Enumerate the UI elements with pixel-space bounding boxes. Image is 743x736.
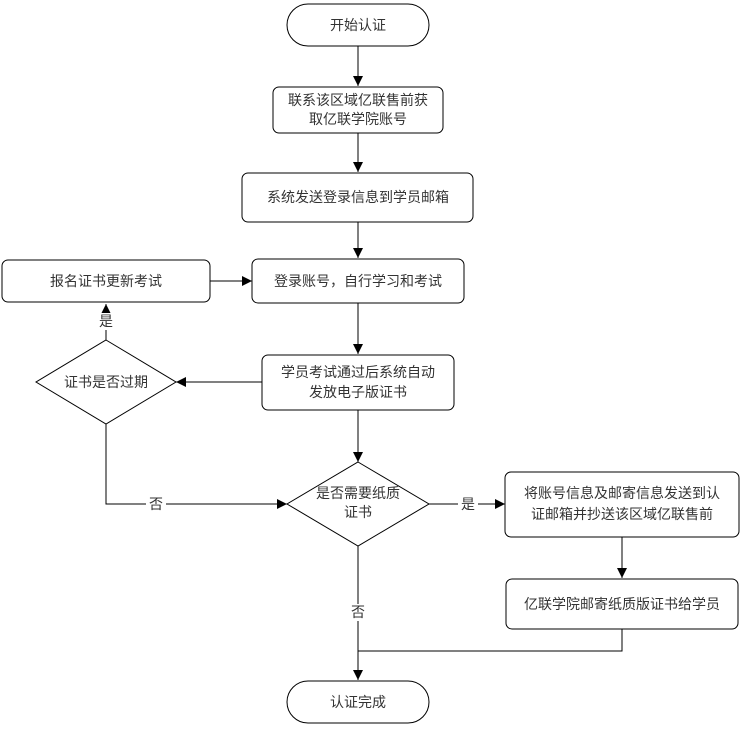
node-end: 认证完成 xyxy=(286,680,430,724)
node-send-info-label-line2: 证邮箱并抄送该区域亿联售前 xyxy=(531,506,713,523)
node-login-study: 登录账号，自行学习和考试 xyxy=(251,258,465,304)
node-start-label: 开始认证 xyxy=(330,18,386,34)
node-need-paper-decision: 是否需要纸质 证书 xyxy=(286,461,430,547)
node-mail-paper-label: 亿联学院邮寄纸质版证书给学员 xyxy=(524,596,720,613)
node-send-info: 将账号信息及邮寄信息发送到认 证邮箱并抄送该区域亿联售前 xyxy=(504,471,740,538)
node-contact-sales-label-line2: 取亿联学院账号 xyxy=(309,112,407,128)
node-contact-sales-label-line1: 联系该区域亿联售前获 xyxy=(288,92,428,109)
node-send-email-label: 系统发送登录信息到学员邮箱 xyxy=(267,189,449,206)
edge-label-expired-no: 否 xyxy=(149,497,163,513)
node-cert-issue: 学员考试通过后系统自动 发放电子版证书 xyxy=(261,354,455,411)
edge-label-expired-yes: 是 xyxy=(99,314,113,330)
node-cert-issue-label-line1: 学员考试通过后系统自动 xyxy=(281,365,435,381)
node-mail-paper: 亿联学院邮寄纸质版证书给学员 xyxy=(505,578,739,630)
edge-label-paper-yes: 是 xyxy=(461,497,475,513)
node-login-study-label: 登录账号，自行学习和考试 xyxy=(274,274,442,290)
node-start: 开始认证 xyxy=(286,3,430,47)
node-send-info-label-line1: 将账号信息及邮寄信息发送到认 xyxy=(524,485,720,502)
node-need-paper-decision-label-line2: 证书 xyxy=(344,505,372,521)
node-expired-decision-label: 证书是否过期 xyxy=(64,375,148,391)
node-contact-sales: 联系该区域亿联售前获 取亿联学院账号 xyxy=(272,86,444,134)
node-renew-label: 报名证书更新考试 xyxy=(50,274,162,290)
edge-label-paper-no: 否 xyxy=(351,605,365,621)
node-cert-issue-label-line2: 发放电子版证书 xyxy=(309,385,407,401)
node-expired-decision: 证书是否过期 xyxy=(35,339,177,425)
node-send-email: 系统发送登录信息到学员邮箱 xyxy=(241,172,474,223)
edge-expired-no-to-need-paper xyxy=(105,424,287,509)
node-end-label: 认证完成 xyxy=(330,695,386,711)
node-renew: 报名证书更新考试 xyxy=(1,259,211,303)
node-need-paper-decision-label-line1: 是否需要纸质 xyxy=(316,486,400,502)
edge-mail-paper-to-end-merge xyxy=(358,629,623,652)
